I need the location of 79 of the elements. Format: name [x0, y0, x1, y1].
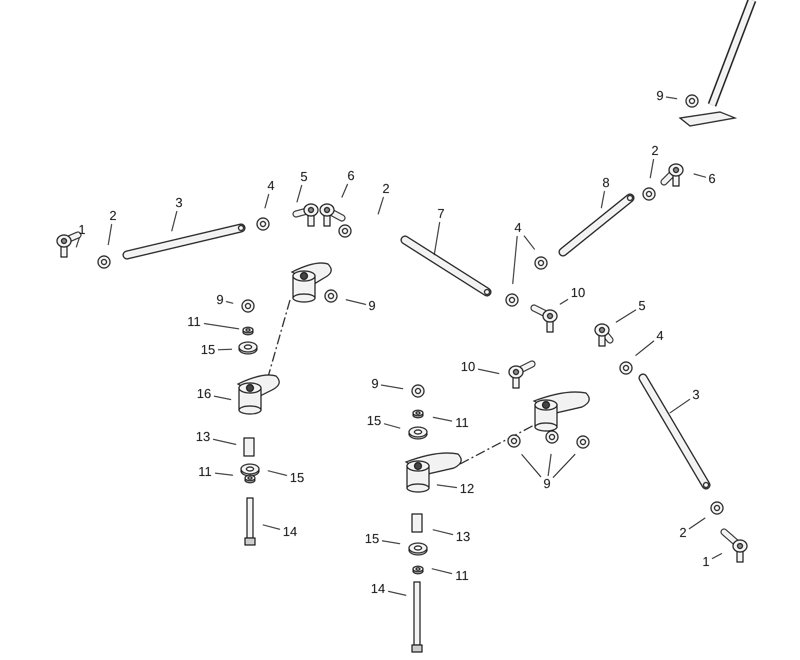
leader-line [432, 529, 454, 536]
callout-number: 5 [637, 298, 647, 314]
callout-number: 15 [365, 413, 383, 429]
leader-line [345, 299, 366, 305]
callout-number: 14 [281, 524, 299, 540]
leader-line [212, 438, 237, 445]
leader-line [600, 190, 605, 209]
callout-number: 5 [299, 169, 309, 185]
leader-line [478, 368, 500, 374]
leader-line [380, 384, 404, 390]
callout-number: 4 [655, 328, 665, 344]
callout-number: 11 [196, 464, 214, 480]
callout-number: 2 [381, 181, 391, 197]
callout-number: 9 [367, 298, 377, 314]
leader-line [267, 470, 288, 476]
leader-line [214, 472, 234, 476]
callout-number: 4 [513, 220, 523, 236]
leader-line [214, 396, 232, 400]
callout-number: 10 [459, 359, 477, 375]
leader-line [666, 96, 678, 100]
callout-number: 15 [363, 531, 381, 547]
leader-line [552, 454, 576, 478]
callout-number: 1 [77, 222, 87, 238]
leader-line [650, 158, 654, 179]
callout-number: 2 [678, 525, 688, 541]
callout-number: 3 [691, 387, 701, 403]
callout-number: 9 [655, 88, 665, 104]
leader-line [548, 453, 552, 476]
callout-number: 13 [454, 529, 472, 545]
callout-number: 2 [650, 143, 660, 159]
leader-line [262, 524, 280, 530]
leader-line [341, 184, 348, 198]
leader-line [512, 236, 518, 284]
callout-number: 6 [707, 171, 717, 187]
callout-number: 9 [542, 476, 552, 492]
leader-line [388, 590, 407, 596]
leader-line [615, 309, 636, 323]
callout-number: 6 [346, 168, 356, 184]
leader-line [296, 184, 302, 203]
leader-line [693, 173, 706, 178]
callout-number: 4 [266, 178, 276, 194]
callout-number: 13 [194, 429, 212, 445]
leader-line [76, 238, 80, 248]
leader-line [431, 568, 452, 574]
callout-number: 10 [569, 285, 587, 301]
callout-number: 7 [436, 206, 446, 222]
callout-number: 9 [370, 376, 380, 392]
leader-line [108, 224, 112, 246]
leader-line [226, 301, 234, 304]
leader-line [688, 517, 706, 530]
leader-line [669, 398, 690, 414]
leader-line [524, 235, 536, 250]
leader-line [378, 196, 384, 215]
callout-number: 14 [369, 581, 387, 597]
callout-number: 2 [108, 208, 118, 224]
leader-line [436, 484, 458, 488]
leader-line [559, 298, 568, 305]
leader-line [218, 348, 232, 350]
leader-line [432, 416, 452, 422]
leader-line [382, 540, 401, 544]
callout-number: 11 [453, 415, 471, 431]
leader-line [434, 222, 440, 256]
callout-number: 11 [185, 314, 203, 330]
callout-number: 15 [288, 470, 306, 486]
leader-line [204, 323, 240, 330]
leader-line [635, 340, 654, 356]
callout-number: 11 [453, 568, 471, 584]
callout-number: 9 [215, 292, 225, 308]
leader-line [712, 552, 722, 560]
callout-number: 3 [174, 195, 184, 211]
leader-line [521, 454, 542, 478]
callout-number: 16 [195, 386, 213, 402]
callout-number: 1 [701, 554, 711, 570]
callout-number: 8 [601, 175, 611, 191]
callout-number: 15 [199, 342, 217, 358]
leader-line [171, 210, 178, 232]
callout-number: 12 [458, 481, 476, 497]
leader-line [264, 194, 270, 209]
leader-line [384, 423, 401, 429]
